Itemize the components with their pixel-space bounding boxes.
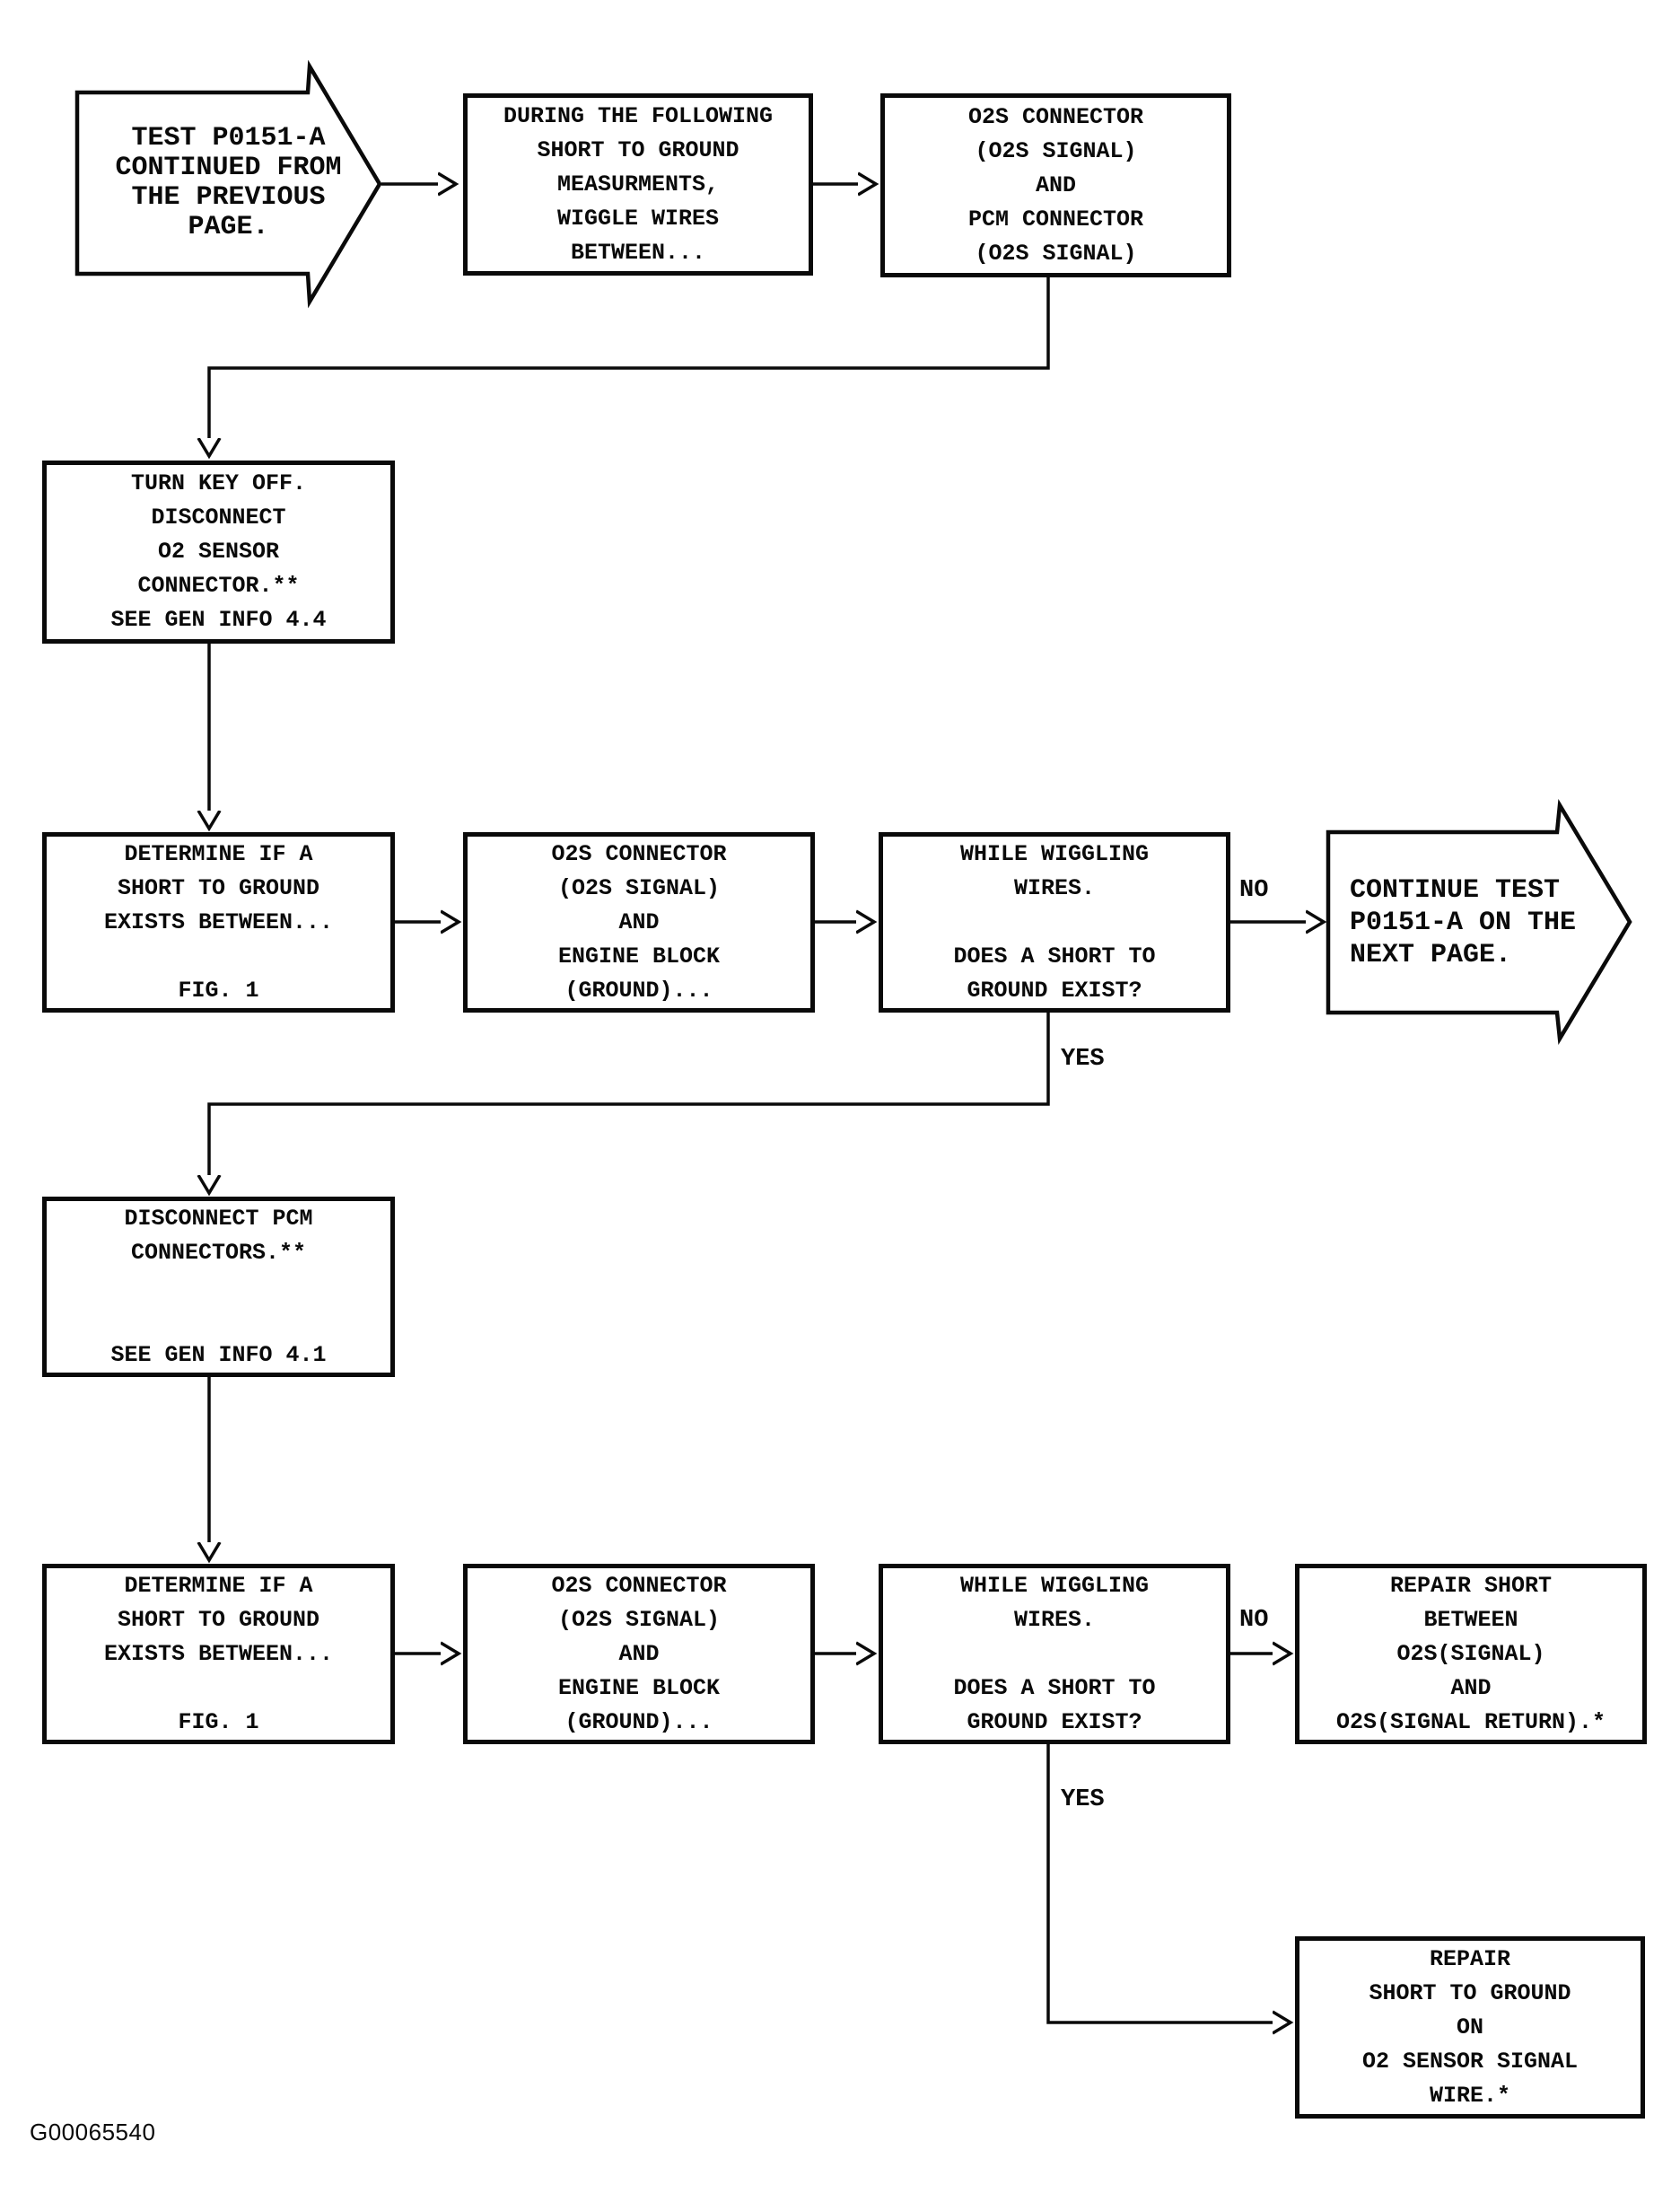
offpage-start: TEST P0151-A CONTINUED FROM THE PREVIOUS… bbox=[77, 92, 380, 274]
text-line: SEE GEN INFO 4.4 bbox=[110, 607, 327, 633]
node-disconnect-pcm: DISCONNECT PCM CONNECTORS.** SEE GEN INF… bbox=[42, 1197, 395, 1377]
text-line: EXISTS BETWEEN... bbox=[103, 1640, 334, 1667]
text-line: DETERMINE IF A bbox=[124, 840, 313, 867]
text-line: (O2S SIGNAL) bbox=[975, 240, 1137, 267]
connector-yes-2 bbox=[1046, 1743, 1273, 2022]
text-line: O2 SENSOR SIGNAL bbox=[1361, 2048, 1579, 2075]
node-during-measurements: DURING THE FOLLOWING SHORT TO GROUND MEA… bbox=[463, 93, 813, 276]
node-repair-short-between: REPAIR SHORT BETWEEN O2S(SIGNAL) AND O2S… bbox=[1295, 1564, 1647, 1744]
text-line: AND bbox=[1035, 171, 1076, 198]
text-line: CONTINUED FROM bbox=[115, 153, 342, 183]
text-line: SHORT TO GROUND bbox=[117, 1606, 320, 1633]
text-line: BETWEEN... bbox=[570, 239, 706, 266]
text-line: WHILE WIGGLING bbox=[959, 840, 1150, 867]
text-line: SHORT TO GROUND bbox=[537, 136, 739, 163]
offpage-continue: CONTINUE TEST P0151-A ON THE NEXT PAGE. bbox=[1350, 832, 1619, 1013]
connector-yes-1 bbox=[209, 1013, 1050, 1175]
text-line: SHORT TO GROUND bbox=[117, 874, 320, 901]
text-line: (O2S SIGNAL) bbox=[557, 874, 721, 901]
text-line: GROUND EXIST? bbox=[967, 1708, 1142, 1735]
text-line: O2S CONNECTOR bbox=[967, 103, 1144, 130]
text-line: SEE GEN INFO 4.1 bbox=[110, 1341, 327, 1368]
text-line: DURING THE FOLLOWING bbox=[503, 102, 774, 129]
node-o2s-pcm-connector: O2S CONNECTOR (O2S SIGNAL) AND PCM CONNE… bbox=[880, 93, 1231, 277]
text-line: PAGE. bbox=[188, 212, 269, 242]
text-line: DISCONNECT bbox=[151, 504, 286, 531]
text-line: TURN KEY OFF. bbox=[130, 470, 307, 496]
text-line: (O2S SIGNAL) bbox=[975, 137, 1137, 164]
text-line: SHORT TO GROUND bbox=[1369, 1979, 1571, 2006]
node-o2s-engine-block-2: O2S CONNECTOR (O2S SIGNAL) AND ENGINE BL… bbox=[463, 1564, 815, 1744]
offpage-continue-shape bbox=[1326, 799, 1632, 1045]
text-line: P0151-A ON THE bbox=[1350, 907, 1577, 938]
text-line: THE PREVIOUS bbox=[131, 182, 326, 213]
offpage-start-shape bbox=[74, 59, 382, 309]
edge-label-no-2: NO bbox=[1239, 1607, 1269, 1634]
text-line: MEASURMENTS, bbox=[556, 171, 720, 197]
text-line: ENGINE BLOCK bbox=[557, 943, 721, 970]
text-line: WIGGLE WIRES bbox=[556, 205, 720, 232]
text-line: (GROUND)... bbox=[564, 977, 713, 1004]
text-line: ENGINE BLOCK bbox=[557, 1674, 721, 1701]
text-line: AND bbox=[618, 908, 660, 935]
text-line: ON bbox=[1456, 2014, 1483, 2040]
connector-o2spcm-to-turnkey bbox=[209, 277, 1050, 438]
text-line: (GROUND)... bbox=[564, 1708, 713, 1735]
node-o2s-engine-block-1: O2S CONNECTOR (O2S SIGNAL) AND ENGINE BL… bbox=[463, 832, 815, 1013]
node-repair-short-to-ground: REPAIR SHORT TO GROUND ON O2 SENSOR SIGN… bbox=[1295, 1936, 1645, 2119]
text-line: CONNECTORS.** bbox=[130, 1239, 307, 1266]
node-determine-short-1: DETERMINE IF A SHORT TO GROUND EXISTS BE… bbox=[42, 832, 395, 1013]
text-line: REPAIR bbox=[1429, 1945, 1510, 1972]
text-line: O2S(SIGNAL RETURN).* bbox=[1335, 1708, 1606, 1735]
text-line: O2S(SIGNAL) bbox=[1396, 1640, 1545, 1667]
text-line: CONNECTOR.** bbox=[137, 573, 300, 599]
edge-label-yes-1: YES bbox=[1061, 1046, 1105, 1073]
text-line: PCM CONNECTOR bbox=[967, 206, 1144, 233]
text-line: (O2S SIGNAL) bbox=[557, 1606, 721, 1633]
text-line: FIG. 1 bbox=[178, 1708, 259, 1735]
text-line: DOES A SHORT TO bbox=[953, 943, 1156, 970]
text-line: WIRE.* bbox=[1429, 2082, 1510, 2109]
text-line: EXISTS BETWEEN... bbox=[103, 908, 334, 935]
text-line: CONTINUE TEST bbox=[1350, 874, 1561, 906]
text-line: AND bbox=[1450, 1674, 1492, 1701]
text-line: GROUND EXIST? bbox=[967, 977, 1142, 1004]
text-line: FIG. 1 bbox=[178, 977, 259, 1004]
edge-label-yes-2: YES bbox=[1061, 1786, 1105, 1813]
text-line: AND bbox=[618, 1640, 660, 1667]
text-line: WIRES. bbox=[1013, 874, 1095, 901]
node-determine-short-2: DETERMINE IF A SHORT TO GROUND EXISTS BE… bbox=[42, 1564, 395, 1744]
node-wiggle-decision-2: WHILE WIGGLING WIRES. DOES A SHORT TO GR… bbox=[879, 1564, 1230, 1744]
text-line: DETERMINE IF A bbox=[124, 1572, 313, 1599]
text-line: O2S CONNECTOR bbox=[551, 1572, 727, 1599]
text-line: REPAIR SHORT bbox=[1389, 1572, 1553, 1599]
text-line: O2S CONNECTOR bbox=[551, 840, 727, 867]
text-line: NEXT PAGE. bbox=[1350, 939, 1512, 970]
edge-label-no-1: NO bbox=[1239, 877, 1269, 904]
node-turn-key-off: TURN KEY OFF. DISCONNECT O2 SENSOR CONNE… bbox=[42, 461, 395, 644]
node-wiggle-decision-1: WHILE WIGGLING WIRES. DOES A SHORT TO GR… bbox=[879, 832, 1230, 1013]
figure-id: G00065540 bbox=[30, 2119, 156, 2145]
text-line: O2 SENSOR bbox=[157, 539, 280, 565]
text-line: TEST P0151-A bbox=[131, 123, 326, 154]
text-line: WIRES. bbox=[1013, 1606, 1095, 1633]
text-line: BETWEEN bbox=[1423, 1606, 1518, 1633]
text-line: DOES A SHORT TO bbox=[953, 1674, 1156, 1701]
text-line: DISCONNECT PCM bbox=[124, 1205, 313, 1232]
text-line: WHILE WIGGLING bbox=[959, 1572, 1150, 1599]
